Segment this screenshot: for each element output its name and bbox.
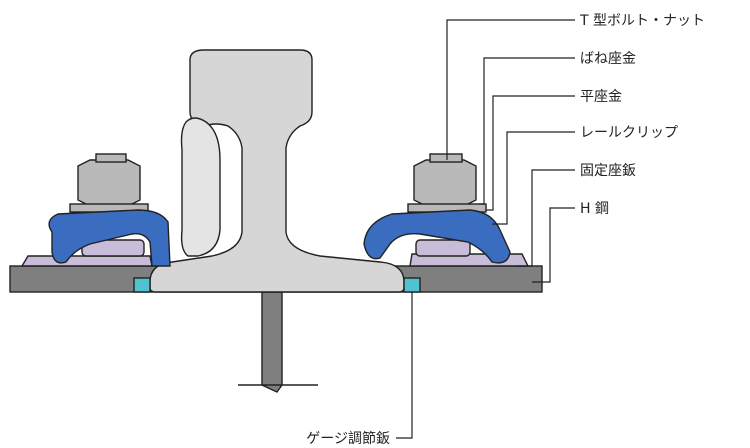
- label-rail-clip: レールクリップ: [580, 125, 678, 141]
- nut-left: [77, 159, 141, 207]
- nut-top-right: [429, 153, 463, 163]
- h-steel-web: [261, 291, 283, 393]
- label-t-bolt-nut: T 型ボルト・ナット: [579, 13, 705, 29]
- label-gauge-plate: ゲージ調節鈑: [306, 430, 390, 447]
- rail-clip-left: [48, 209, 171, 267]
- label-flat-washer: 平座金: [580, 89, 622, 105]
- leader-fixing-plate: [516, 169, 575, 267]
- gauge-plate-right: [403, 277, 421, 293]
- leader-t-bolt-nut: [446, 19, 575, 160]
- label-h-steel: H 鋼: [580, 201, 609, 217]
- leader-flat-washer: [486, 95, 575, 211]
- label-fixing-plate: 固定座鈑: [580, 163, 636, 179]
- rail: [149, 49, 405, 293]
- nut-right: [413, 159, 477, 207]
- rail-clip-right: [363, 209, 511, 264]
- riser-right: [415, 239, 471, 257]
- fixing-plate-left: [20, 255, 153, 267]
- leader-gauge-plate: [396, 292, 413, 439]
- leader-spring-washer: [479, 57, 575, 205]
- gauge-plate-left: [133, 277, 151, 293]
- label-spring-washer: ばね座金: [580, 51, 636, 67]
- leader-rail-clip: [492, 131, 575, 225]
- nut-top-left: [95, 153, 127, 163]
- rail-head-highlight: [180, 117, 221, 257]
- leader-h-steel: [532, 207, 575, 283]
